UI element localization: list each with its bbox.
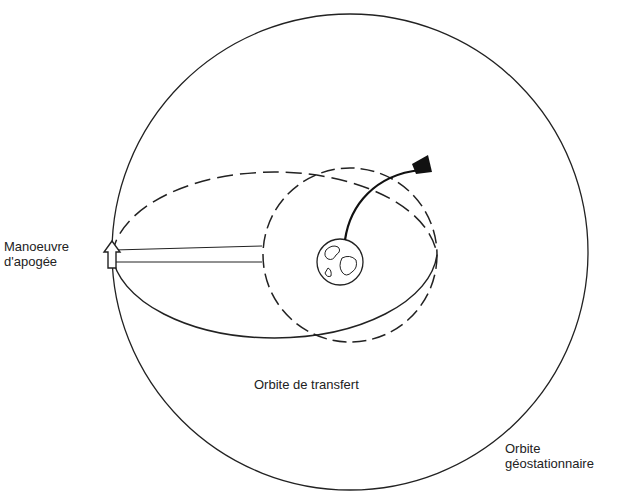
geostationary-orbit [112, 14, 588, 490]
thrust-arrow [104, 241, 120, 268]
orbit-label: Orbite géostationnaire [503, 440, 607, 472]
guide-line [114, 262, 262, 263]
transfer-orbit-lower [112, 255, 437, 338]
earth [317, 239, 363, 285]
orbit-label: Orbite de transfert [252, 376, 396, 393]
launcher [412, 155, 432, 174]
launch-path [345, 170, 420, 240]
guide-line [114, 246, 262, 250]
maneuver-label: Manoeuvre d'apogée [2, 238, 88, 270]
parking-orbit [263, 168, 437, 342]
transfer-orbit-upper [112, 172, 437, 255]
